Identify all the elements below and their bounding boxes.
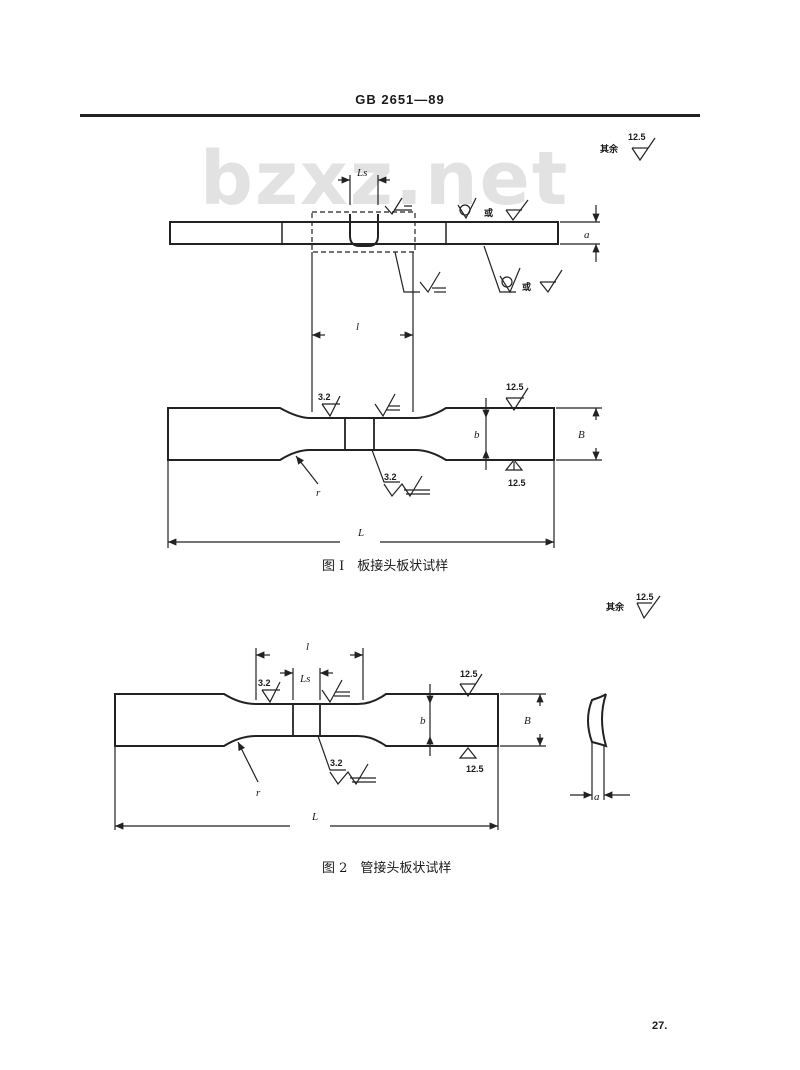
remaining-roughness-symbol-fig1 [631, 137, 656, 162]
fig2-rough-3-2-bottom: 3.2 [330, 758, 343, 768]
fig1-rough-12-5-top: 12.5 [506, 382, 524, 392]
fig2-remaining-label: 其余 [606, 601, 625, 613]
fig1-label-ls: Ls [356, 167, 367, 179]
fig2-label-b: b [420, 715, 426, 727]
fig2-rough-3-2-top: 3.2 [258, 678, 271, 688]
plate-plan-view [167, 407, 555, 461]
fig2-label-L: L [311, 811, 318, 823]
fig1-label-b: b [474, 429, 480, 441]
page-number: 27. [652, 1020, 668, 1032]
fig1-label-L: L [357, 527, 364, 539]
fig1-rough-3-2-bottom: 3.2 [384, 472, 397, 482]
fig2-rough-12-5-bottom: 12.5 [466, 764, 484, 774]
fig2-label-B: B [524, 715, 531, 727]
fig1-or-text-bottom: 或 [522, 281, 531, 293]
fig2-label-r: r [256, 787, 261, 799]
pipe-joint-plate [114, 693, 499, 747]
fig1-label-a: a [584, 229, 590, 241]
fig2-label-a: a [594, 791, 600, 803]
fig1-label-r: r [316, 487, 321, 499]
fig2-label-l: l [306, 641, 309, 653]
fig1-caption: 图 I 板接头板状试样 [322, 558, 448, 574]
plate-side-view [169, 211, 559, 253]
fig1-or-text-top: 或 [484, 207, 493, 219]
fig1-label-l: l [356, 321, 359, 333]
fig1-label-B: B [578, 429, 585, 441]
fig1-rough-3-2-top: 3.2 [318, 392, 331, 402]
fig1-remaining-label: 其余 [600, 143, 619, 155]
fig2-caption: 图 2 管接头板状试样 [322, 860, 451, 876]
remaining-roughness-symbol-fig2 [636, 595, 661, 620]
standard-code: GB 2651—89 [355, 92, 445, 107]
fig2-rough-12-5-top: 12.5 [460, 669, 478, 679]
fig1-rough-12-5-bottom: 12.5 [508, 478, 526, 488]
fig1-remaining-value: 12.5 [628, 132, 646, 142]
header-rule [80, 114, 700, 117]
fig2-label-ls: Ls [299, 673, 310, 685]
pipe-section [587, 693, 608, 748]
fig2-remaining-value: 12.5 [636, 592, 654, 602]
